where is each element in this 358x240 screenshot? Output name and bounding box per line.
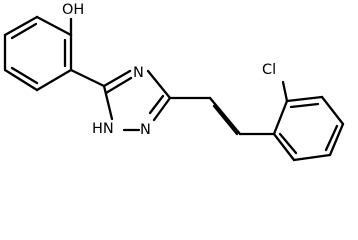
- chloro-label: Cl: [262, 62, 276, 78]
- chlorophenyl-ring: [272, 95, 345, 162]
- phenol-ring: [3, 15, 73, 92]
- triazole-nh-label: HN: [92, 121, 114, 137]
- hydroxyl-label: OH: [62, 2, 84, 18]
- chemical-structure: OH Cl N N HN: [3, 2, 345, 162]
- triazole-n-top-label: N: [133, 65, 144, 81]
- triazole-ring: [102, 69, 172, 132]
- triazole-n-bottom-label: N: [140, 122, 151, 138]
- bond-phenyl-triazole: [69, 68, 106, 88]
- vinyl-bridge: [168, 96, 276, 136]
- bond-c-cl: [281, 80, 289, 103]
